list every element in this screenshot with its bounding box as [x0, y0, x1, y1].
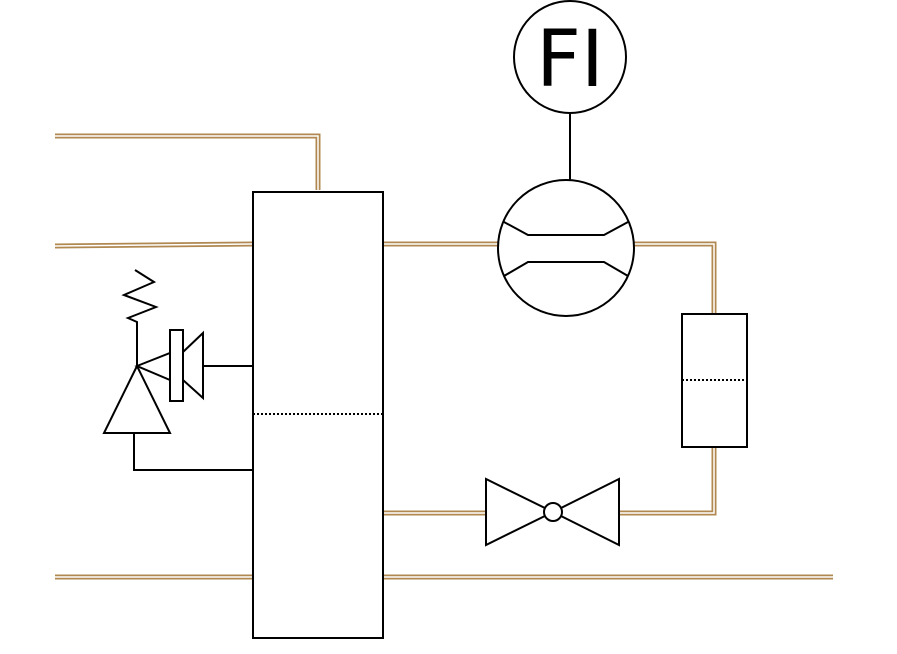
flow-indicator-instrument: FI: [513, 0, 627, 181]
pipe-top-inlet: [55, 133, 321, 190]
relief-valve-with-spring: [102, 269, 253, 471]
process-piping: [54, 133, 833, 580]
gate-valve-stem-icon: [543, 502, 563, 522]
pipe-sight-glass-to-valve: [619, 447, 717, 516]
valve-body-icon: [102, 363, 172, 434]
actuator-diaphragm-icon: [169, 329, 184, 402]
sight-glass: [681, 313, 748, 448]
flow-element-orifice: [497, 179, 635, 317]
column-vessel: [252, 191, 384, 639]
instrument-tag-label: FI: [536, 15, 604, 105]
pipe-flow-element-to-sight-glass: [634, 241, 717, 314]
pipe-upper-side-inlet: [54, 241, 254, 249]
gate-valve: [485, 477, 620, 547]
spring-icon: [121, 269, 159, 366]
